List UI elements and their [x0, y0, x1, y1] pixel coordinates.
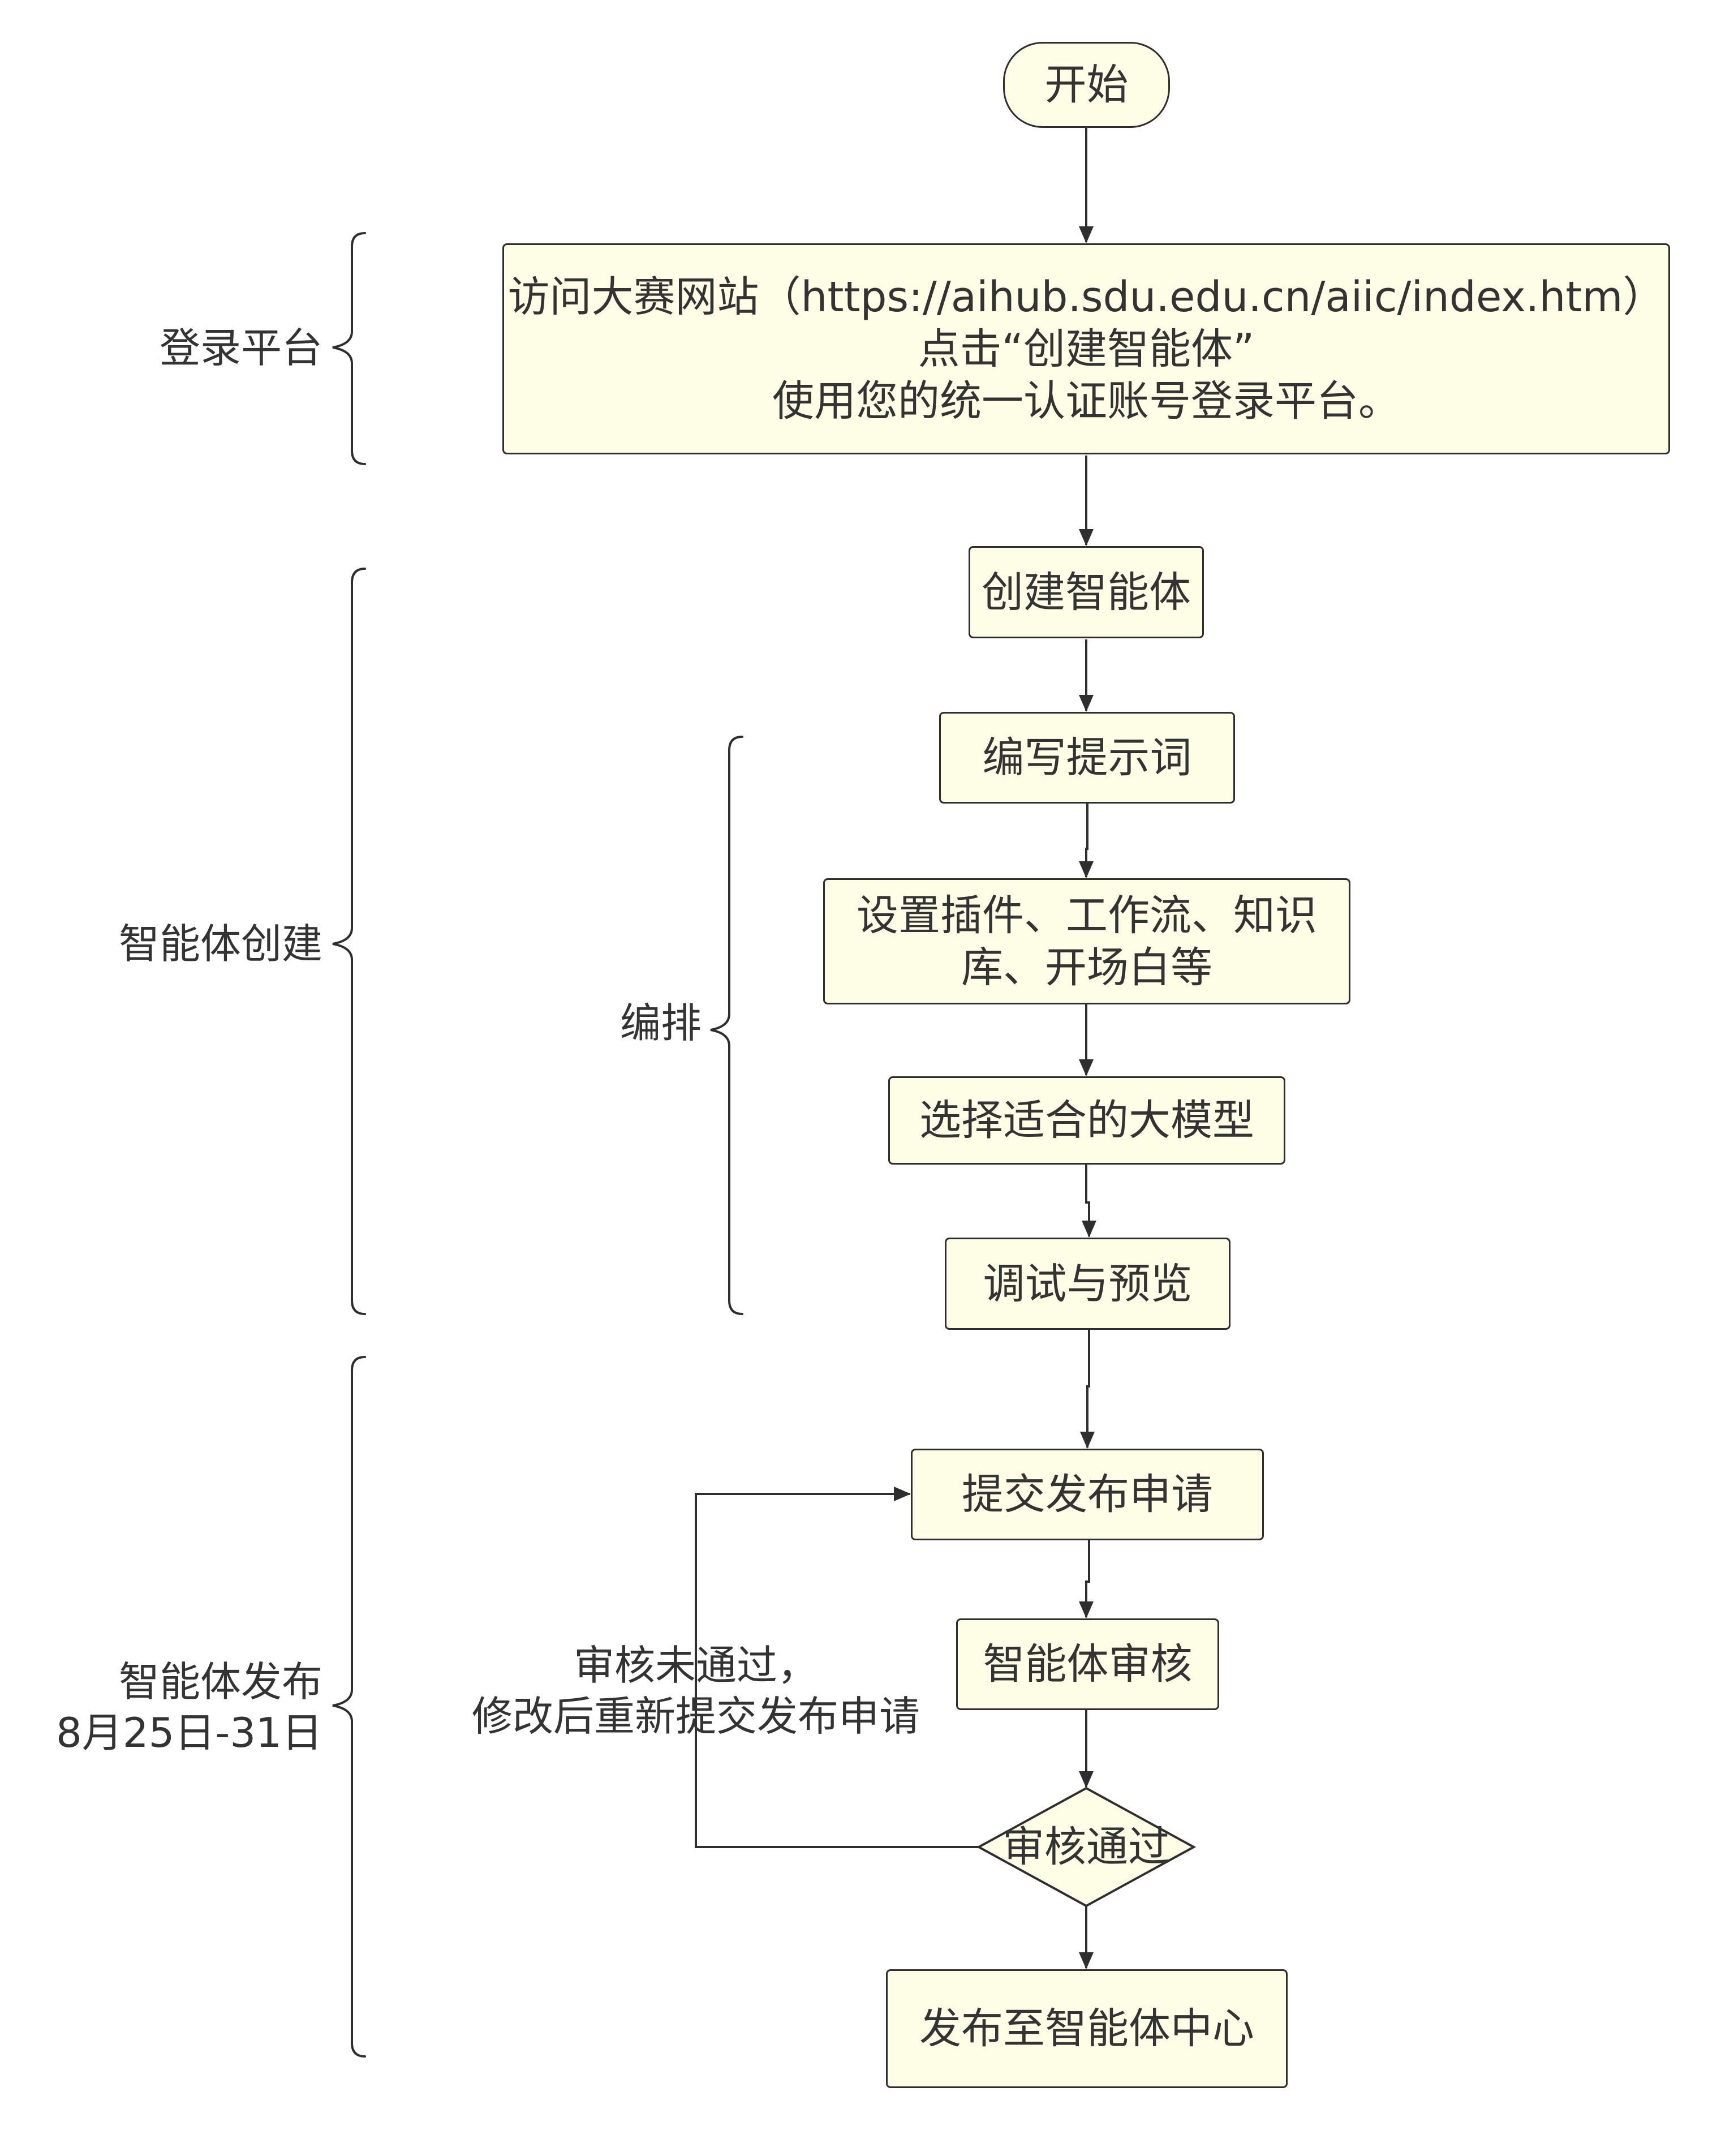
loop-label: 审核未通过， 修改后重新提交发布申请 — [453, 1640, 939, 1742]
decision-label: 审核通过 — [1002, 1823, 1170, 1871]
agent-review-node: 智能体审核 — [956, 1618, 1219, 1710]
group-label-release-line2: 8月25日-31日 — [55, 1709, 322, 1756]
set-plugins-node: 设置插件、工作流、知识 库、开场白等 — [823, 878, 1350, 1004]
create-agent-node: 创建智能体 — [969, 546, 1204, 638]
submit-request-label: 提交发布申请 — [962, 1470, 1213, 1519]
debug-preview-label: 调试与预览 — [983, 1259, 1193, 1308]
publish-node: 发布至智能体中心 — [886, 1969, 1288, 2088]
create-agent-label: 创建智能体 — [982, 568, 1191, 617]
brace-release — [332, 1356, 366, 2058]
loop-label-line1: 审核未通过， — [573, 1642, 818, 1689]
write-prompt-node: 编写提示词 — [939, 712, 1235, 804]
brace-login — [332, 232, 366, 465]
visit-site-line2: 点击“创建智能体” — [918, 324, 1255, 373]
start-node: 开始 — [1003, 42, 1170, 128]
connector-loop-back — [695, 1487, 982, 1848]
group-label-login: 登录平台 — [159, 324, 322, 372]
start-label: 开始 — [1044, 61, 1129, 109]
brace-creation — [332, 568, 366, 1315]
group-label-arrange: 编排 — [619, 999, 702, 1047]
choose-model-label: 选择适合的大模型 — [919, 1096, 1254, 1145]
connector-prompt-plugins — [1079, 804, 1094, 878]
debug-preview-node: 调试与预览 — [945, 1238, 1230, 1330]
publish-label: 发布至智能体中心 — [919, 2004, 1254, 2053]
decision-diamond — [976, 1786, 1197, 1908]
visit-site-node: 访问大赛网站（https://aihub.sdu.edu.cn/aiic/ind… — [502, 243, 1670, 454]
connector-submit-review — [1079, 1540, 1094, 1618]
group-label-release: 智能体发布 8月25日-31日 — [34, 1656, 322, 1758]
choose-model-node: 选择适合的大模型 — [888, 1076, 1285, 1165]
connector-model-debug — [1082, 1165, 1096, 1238]
write-prompt-label: 编写提示词 — [982, 733, 1192, 782]
visit-site-line3: 使用您的统一认证账号登录平台。 — [772, 376, 1400, 426]
brace-arrange — [710, 736, 743, 1315]
set-plugins-line2: 库、开场白等 — [961, 943, 1212, 992]
agent-review-label: 智能体审核 — [983, 1640, 1193, 1689]
submit-request-node: 提交发布申请 — [911, 1449, 1264, 1540]
group-label-creation: 智能体创建 — [118, 920, 322, 968]
visit-site-line1: 访问大赛网站（https://aihub.sdu.edu.cn/aiic/ind… — [507, 272, 1665, 321]
group-label-release-line1: 智能体发布 — [118, 1658, 322, 1706]
set-plugins-line1: 设置插件、工作流、知识 — [857, 891, 1317, 940]
connector-debug-submit — [1080, 1330, 1095, 1449]
loop-label-line2: 修改后重新提交发布申请 — [471, 1693, 920, 1740]
